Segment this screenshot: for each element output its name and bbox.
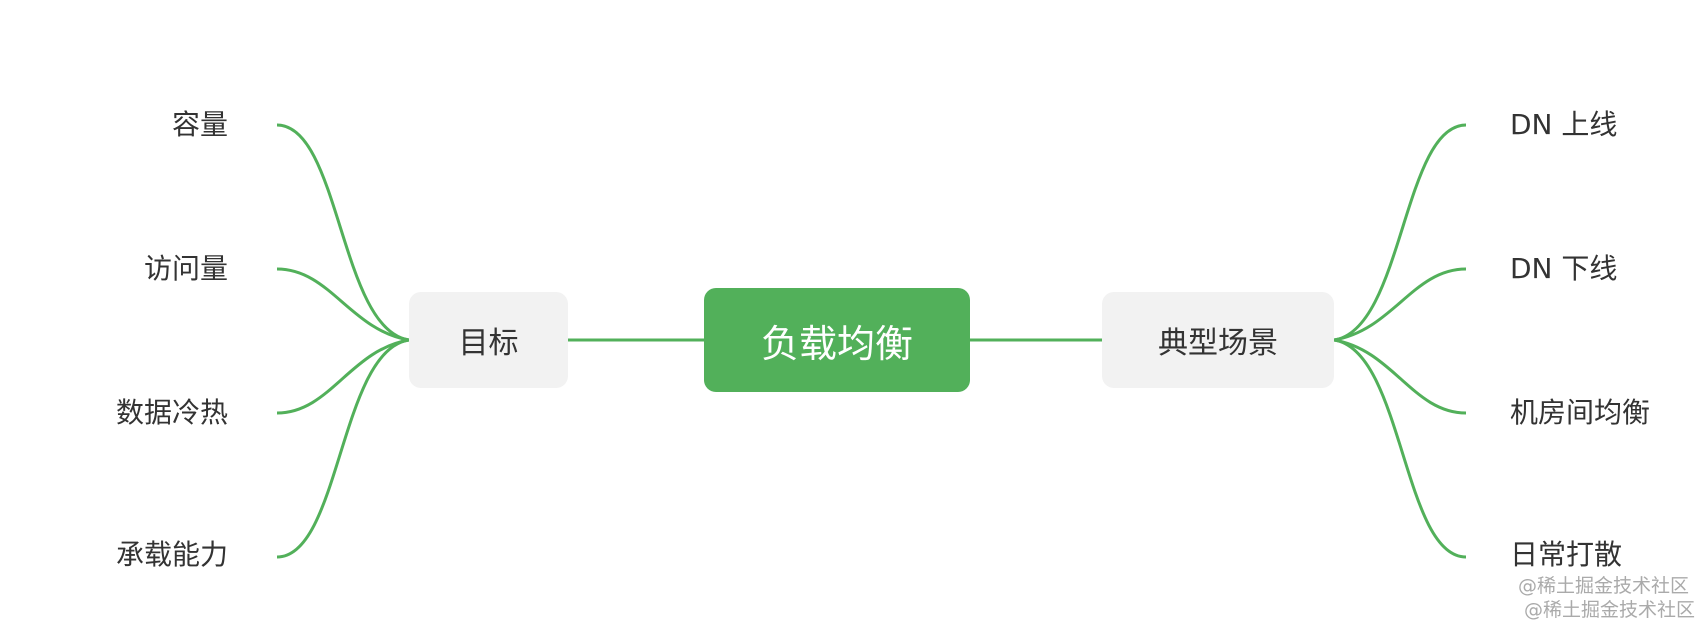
scenario-node[interactable]: 典型场景	[1102, 292, 1334, 388]
link-right-3	[1333, 338, 1467, 415]
goal-node[interactable]: 目标	[409, 292, 568, 388]
leaf-data-hot-cold[interactable]: 数据冷热	[115, 396, 228, 429]
leaf-dn-online[interactable]: DN 上线	[1510, 108, 1618, 141]
link-left-4	[276, 338, 410, 559]
root-node[interactable]: 负载均衡	[704, 288, 970, 392]
link-left-2	[276, 267, 410, 342]
leaf-access-volume[interactable]: 访问量	[143, 252, 228, 285]
leaf-dn-offline[interactable]: DN 下线	[1510, 252, 1618, 285]
leaf-cross-dc-balance[interactable]: 机房间均衡	[1510, 396, 1651, 429]
leaf-load-capacity[interactable]: 承载能力	[115, 538, 228, 571]
link-right-1	[1333, 123, 1467, 342]
scenario-label: 典型场景	[1158, 326, 1278, 361]
link-right-4	[1333, 338, 1467, 559]
link-left-1	[276, 123, 410, 342]
leaf-capacity[interactable]: 容量	[171, 108, 228, 141]
link-left-3	[276, 338, 410, 415]
watermark-shadow: @稀土掘金技术社区	[1524, 599, 1696, 621]
goal-label: 目标	[458, 326, 519, 361]
watermark: @稀土掘金技术社区	[1518, 575, 1690, 597]
leaf-daily-scatter[interactable]: 日常打散	[1510, 538, 1623, 571]
root-label: 负载均衡	[760, 321, 913, 366]
link-right-2	[1333, 267, 1467, 342]
